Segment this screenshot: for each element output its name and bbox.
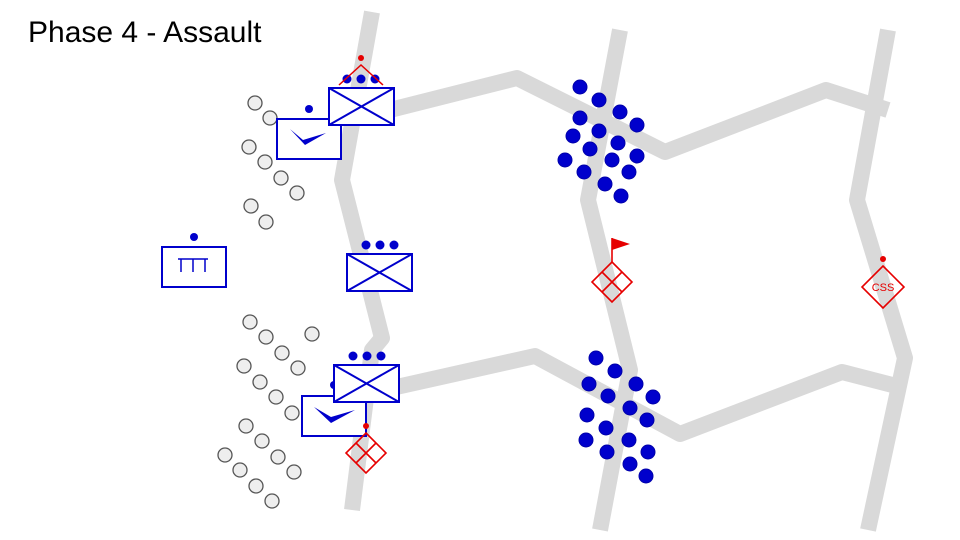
enemy-cluster-north <box>557 79 645 204</box>
enemy-dot <box>622 400 638 416</box>
obstacle-circle <box>273 170 289 186</box>
enemy-dot <box>576 164 592 180</box>
unit-infantry-center[interactable] <box>346 240 413 292</box>
boundary-marker-north <box>338 55 384 86</box>
enemy-dot <box>578 432 594 448</box>
unit-infantry-south[interactable] <box>333 351 400 429</box>
obstacle-circle <box>241 139 257 155</box>
objective-flag-marker <box>590 238 634 304</box>
enemy-dot <box>612 104 628 120</box>
enemy-cluster-south <box>578 350 661 484</box>
obstacle-circle <box>238 418 254 434</box>
obstacle-circle <box>217 447 233 463</box>
obstacle-circle <box>264 493 280 509</box>
obstacle-circle <box>236 358 252 374</box>
enemy-dot <box>565 128 581 144</box>
enemy-dot <box>621 432 637 448</box>
enemy-dot <box>613 188 629 204</box>
enemy-dot <box>572 79 588 95</box>
enemy-dot <box>591 123 607 139</box>
enemy-dot <box>579 407 595 423</box>
enemy-dot <box>610 135 626 151</box>
obstacle-circle <box>304 326 320 342</box>
obstacle-circle <box>254 433 270 449</box>
obstacle-circle <box>284 405 300 421</box>
obstacle-circle <box>232 462 248 478</box>
obstacle-circle <box>258 329 274 345</box>
obstacle-circle <box>248 478 264 494</box>
obstacle-circle <box>242 314 258 330</box>
phase-line-3 <box>849 28 913 532</box>
road-north <box>388 70 891 160</box>
checkpoint-southwest <box>344 423 388 475</box>
enemy-dot <box>639 412 655 428</box>
enemy-dot <box>588 350 604 366</box>
css-marker: CSS <box>860 256 906 310</box>
enemy-dot <box>638 468 654 484</box>
enemy-dot <box>628 376 644 392</box>
obstacle-circle <box>270 449 286 465</box>
road-south <box>390 348 906 442</box>
enemy-dot <box>640 444 656 460</box>
enemy-dot <box>598 420 614 436</box>
obstacle-circle <box>258 214 274 230</box>
enemy-dot <box>597 176 613 192</box>
unit-infantry-north[interactable] <box>328 74 395 126</box>
enemy-dot <box>582 141 598 157</box>
obstacle-circle <box>289 185 305 201</box>
terrain-lines <box>334 10 913 532</box>
obstacle-circle <box>257 154 273 170</box>
enemy-dot <box>557 152 573 168</box>
page-title: Phase 4 - Assault <box>28 16 262 49</box>
obstacle-circle <box>262 110 278 126</box>
enemy-dot <box>607 363 623 379</box>
obstacle-circle <box>243 198 259 214</box>
obstacle-circle <box>247 95 263 111</box>
obstacle-circle <box>268 389 284 405</box>
enemy-dot <box>622 456 638 472</box>
css-label: CSS <box>872 282 895 294</box>
enemy-dot <box>645 389 661 405</box>
unit-command-west[interactable] <box>161 233 227 288</box>
enemy-dot <box>581 376 597 392</box>
enemy-dot <box>629 117 645 133</box>
obstacle-circle <box>286 464 302 480</box>
enemy-dot <box>599 444 615 460</box>
enemy-dot <box>621 164 637 180</box>
obstacle-circle <box>274 345 290 361</box>
obstacle-circle <box>252 374 268 390</box>
obstacle-circle <box>290 360 306 376</box>
enemy-dot <box>572 110 588 126</box>
enemy-dot <box>629 148 645 164</box>
enemy-dot <box>604 152 620 168</box>
enemy-dot <box>591 92 607 108</box>
enemy-dot <box>600 388 616 404</box>
